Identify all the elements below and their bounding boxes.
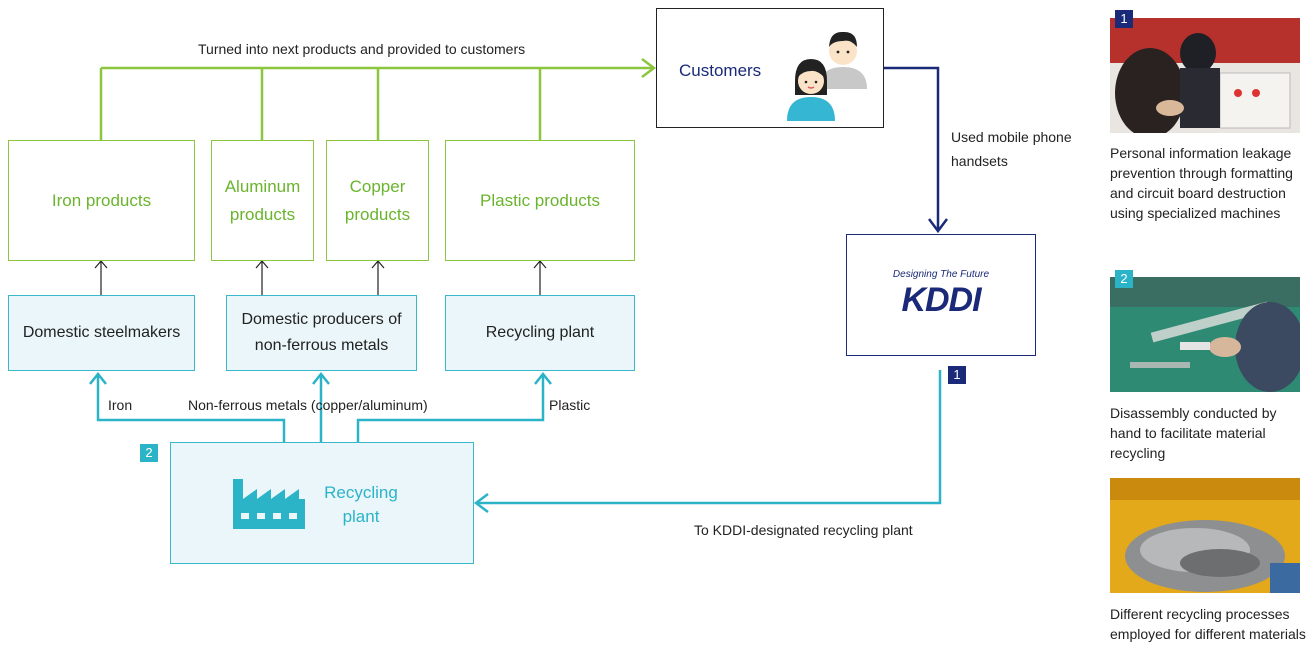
plastic-products-box: Plastic products [445,140,635,261]
photo-3-caption: Different recycling processes employed f… [1110,606,1306,642]
badge-2: 2 [140,444,158,462]
photo-disassembly [1110,277,1300,392]
nonferrous-flow-label: Non-ferrous metals (copper/aluminum) [188,397,428,413]
photo-formatting [1110,18,1300,133]
used-handsets-label: Used mobile phone handsets [951,129,1072,169]
nonferrous-producers-box: Domestic producers of non-ferrous metals [226,295,417,371]
customers-label: Customers [679,61,762,80]
recycling-plant-box: Recycling plant [170,442,474,564]
iron-products-label: Iron products [51,190,152,210]
customers-box: Customers [656,8,884,128]
recycling-plant-processor-label: Recycling plant [485,324,595,341]
kddi-tagline: Designing The Future [892,269,990,280]
iron-products-box: Iron products [8,140,195,261]
nonferrous-producers-label: Domestic producers of non-ferrous metals [241,311,402,354]
badge-1: 1 [948,366,966,384]
photo-2-caption: Disassembly conducted by hand to facilit… [1110,405,1277,461]
customers-icon [787,31,867,121]
photo-2-badge: 2 [1115,270,1133,288]
copper-products-box: Copper products [326,140,429,261]
copper-products-label: Copper products [344,176,411,224]
recycling-plant-label: Recycling plant [324,483,398,526]
steelmakers-label: Domestic steelmakers [22,324,181,341]
factory-icon [233,479,305,529]
kddi-box: Designing The Future KDDI [846,234,1036,356]
kddi-logo: KDDI [901,281,981,319]
recycling-plant-processor-box: Recycling plant [445,295,635,371]
photo-materials [1110,478,1300,593]
aluminum-products-label: Aluminum products [224,176,301,224]
plastic-products-label: Plastic products [480,190,600,210]
top-flow-label: Turned into next products and provided t… [198,41,526,57]
iron-flow-label: Iron [108,397,133,413]
aluminum-products-box: Aluminum products [211,140,314,261]
to-plant-label: To KDDI-designated recycling plant [694,522,913,538]
photo-1-caption: Personal information leakage prevention … [1110,145,1293,221]
plastic-flow-label: Plastic [549,397,591,413]
steelmakers-box: Domestic steelmakers [8,295,195,371]
photo-1-badge: 1 [1115,10,1133,28]
